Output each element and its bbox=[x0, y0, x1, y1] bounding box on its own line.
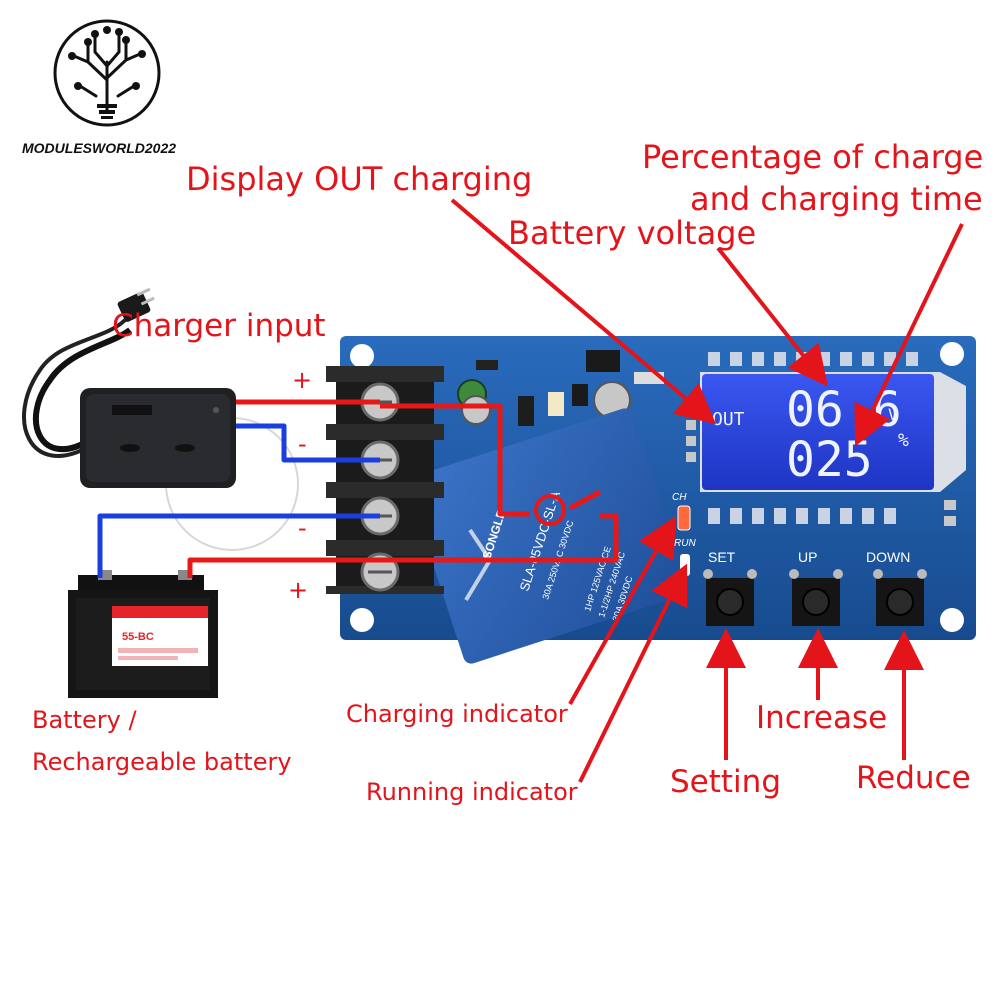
label-battery-line1: Battery / bbox=[32, 706, 137, 734]
annotation-arrows bbox=[450, 198, 964, 783]
set-button[interactable] bbox=[703, 569, 757, 626]
down-label: DOWN bbox=[866, 549, 910, 565]
lcd-percent-reading: 025 bbox=[786, 432, 873, 488]
set-label: SET bbox=[708, 549, 736, 565]
up-button[interactable] bbox=[789, 569, 843, 626]
running-led bbox=[680, 554, 690, 576]
brand-name: MODULESWORLD2022 bbox=[22, 140, 176, 156]
label-percentage-line2: and charging time bbox=[690, 180, 983, 218]
label-charger-input: Charger input bbox=[112, 308, 326, 344]
polarity-minus-1: - bbox=[298, 430, 307, 458]
charging-led bbox=[677, 505, 691, 531]
label-running-indicator: Running indicator bbox=[366, 778, 578, 806]
up-label: UP bbox=[798, 549, 817, 565]
label-battery-voltage: Battery voltage bbox=[508, 214, 756, 252]
battery-model: 55-BC bbox=[122, 631, 154, 643]
label-charging-indicator: Charging indicator bbox=[346, 700, 568, 728]
blue-wires bbox=[97, 423, 380, 578]
lcd-out-label: OUT bbox=[712, 409, 745, 430]
lcd-volt-unit: V bbox=[888, 405, 898, 424]
lcd-voltage-reading: 06.6 bbox=[786, 382, 902, 438]
lcd-percent-unit: % bbox=[898, 430, 909, 451]
polarity-minus-2: - bbox=[298, 514, 307, 542]
polarity-plus-top: + bbox=[292, 366, 312, 394]
ch-label: CH bbox=[672, 492, 687, 503]
red-wires bbox=[187, 399, 619, 578]
label-increase: Increase bbox=[756, 700, 887, 736]
lcd-display: OUT 06.6 V 025 % bbox=[700, 372, 966, 492]
polarity-plus-bottom: + bbox=[288, 576, 308, 604]
brand-logo bbox=[53, 19, 161, 127]
rechargeable-battery: 55-BC bbox=[68, 570, 218, 698]
down-button[interactable] bbox=[873, 569, 927, 626]
label-setting: Setting bbox=[670, 764, 781, 800]
run-label: RUN bbox=[674, 538, 696, 549]
label-percentage-line1: Percentage of charge bbox=[642, 138, 983, 176]
charger-adapter bbox=[22, 287, 236, 488]
label-reduce: Reduce bbox=[856, 760, 971, 796]
label-display-out: Display OUT charging bbox=[186, 160, 532, 198]
label-battery-line2: Rechargeable battery bbox=[32, 748, 292, 776]
